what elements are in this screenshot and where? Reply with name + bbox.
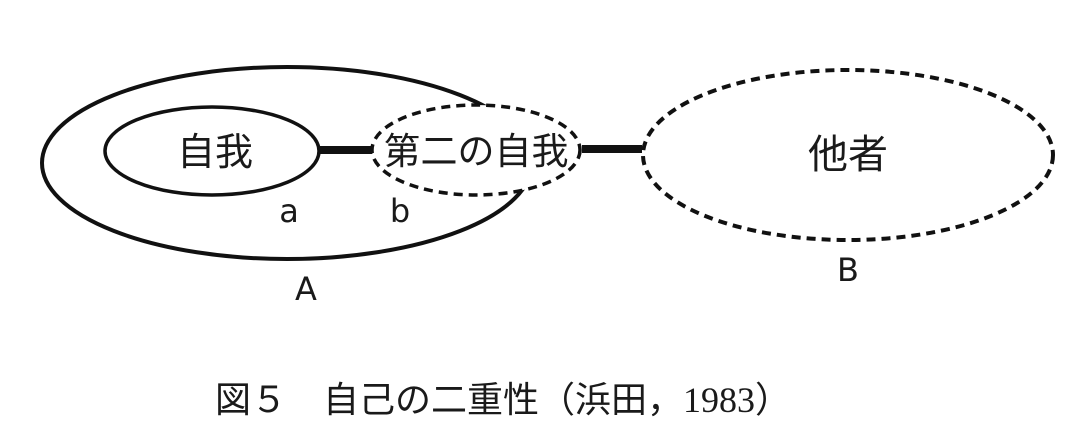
- label-a: a: [279, 192, 299, 230]
- label-b: b: [390, 192, 410, 230]
- figure-caption: 図５ 自己の二重性（浜田，1983）: [215, 380, 791, 420]
- second-self-ellipse: [370, 103, 582, 197]
- other-label: 他者: [808, 132, 888, 178]
- connector-self-second: [318, 146, 374, 154]
- other-ellipse: [641, 68, 1055, 242]
- self-label: 自我: [177, 130, 253, 174]
- second-self-label: 第二の自我: [384, 130, 569, 173]
- connector-second-other: [582, 145, 642, 153]
- label-B: B: [837, 251, 859, 289]
- label-A: A: [295, 270, 317, 308]
